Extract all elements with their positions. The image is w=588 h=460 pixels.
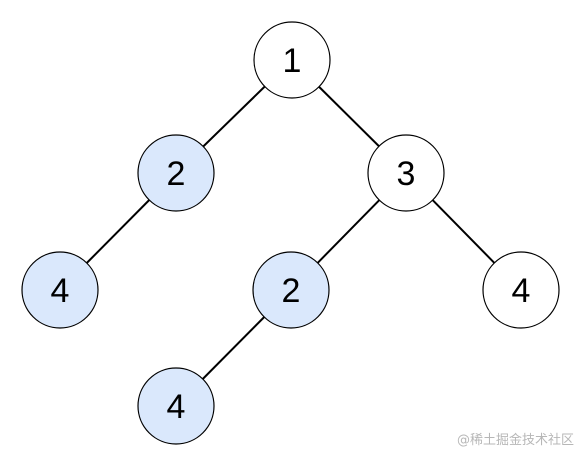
node-circle bbox=[137, 134, 215, 212]
node-circle bbox=[21, 251, 99, 329]
node-circle bbox=[253, 21, 331, 99]
edge-n1-n2 bbox=[202, 85, 266, 148]
tree-node-n2: 2 bbox=[137, 134, 215, 212]
tree-node-n2b: 2 bbox=[252, 251, 330, 329]
tree-node-n4b: 4 bbox=[482, 251, 560, 329]
node-label: 1 bbox=[283, 42, 302, 80]
tree-node-n3: 3 bbox=[367, 134, 445, 212]
tree-edges bbox=[86, 85, 496, 380]
edge-n1-n3 bbox=[318, 86, 380, 147]
node-label: 2 bbox=[167, 155, 186, 193]
node-label: 4 bbox=[167, 388, 186, 426]
node-label: 4 bbox=[51, 272, 70, 310]
node-circle bbox=[137, 367, 215, 445]
edge-n3-n2b bbox=[316, 199, 381, 264]
edge-n3-n4b bbox=[431, 199, 496, 264]
node-label: 2 bbox=[282, 272, 301, 310]
watermark-text: @稀土掘金技术社区 bbox=[456, 433, 574, 448]
edge-n2b-n4c bbox=[202, 316, 265, 380]
node-label: 4 bbox=[512, 272, 531, 310]
tree-node-n4a: 4 bbox=[21, 251, 99, 329]
edge-n2-n4a bbox=[86, 199, 150, 264]
node-circle bbox=[482, 251, 560, 329]
node-label: 3 bbox=[397, 155, 416, 193]
tree-nodes: 1 2 3 4 2 4 4 bbox=[21, 21, 560, 445]
tree-node-n1: 1 bbox=[253, 21, 331, 99]
node-circle bbox=[367, 134, 445, 212]
node-circle bbox=[252, 251, 330, 329]
tree-node-n4c: 4 bbox=[137, 367, 215, 445]
